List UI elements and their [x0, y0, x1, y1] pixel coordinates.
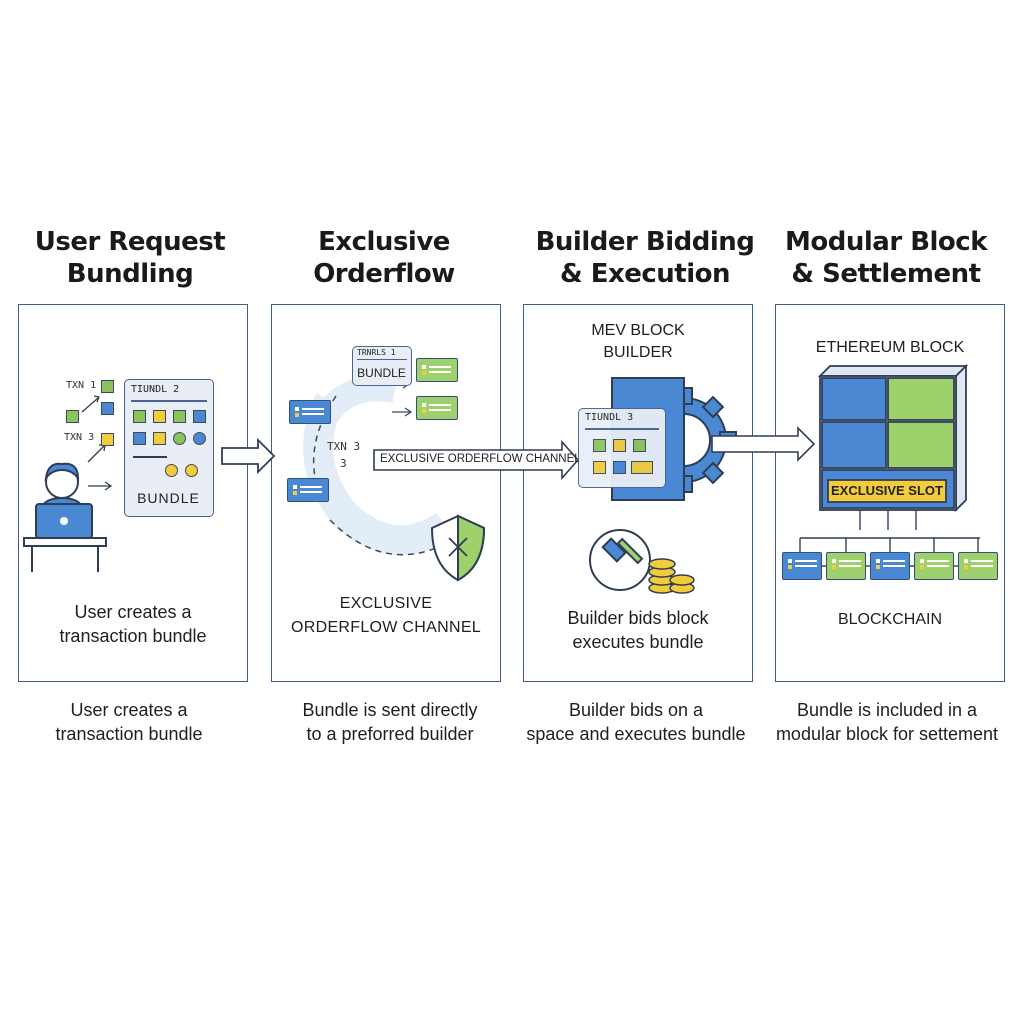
bundle-label: BUNDLE: [357, 366, 406, 380]
stage-3-title-line2: & Execution: [559, 259, 731, 289]
bundle-item: [173, 410, 186, 423]
txn-square: [101, 433, 114, 446]
ethereum-block-heading: ETHEREUM BLOCK: [815, 339, 965, 356]
bundle-item: [613, 461, 626, 474]
bundle-item: [193, 432, 206, 445]
txn-card: [416, 358, 458, 382]
stage-3-panel-caption-line1: Builder bids block: [567, 608, 709, 628]
chain-block: [870, 552, 910, 580]
chain-block: [826, 552, 866, 580]
bundle-item: [153, 410, 166, 423]
txn-label-line2: 3: [340, 457, 347, 470]
stage-2-caption: Bundle is sent directly to a preforred b…: [265, 698, 515, 746]
stage-3-caption-line2: space and executes bundle: [526, 724, 746, 744]
exclusive-slot-label: EXCLUSIVE SLOT: [831, 483, 943, 498]
bundle-label: BUNDLE: [137, 490, 200, 506]
chain-links: [799, 510, 980, 567]
stage-2-panel-caption-line2: ORDERFLOW CHANNEL: [290, 619, 481, 636]
txn-card: [289, 400, 331, 424]
bundle-card-title: TRNRLS 1: [357, 348, 396, 357]
stage-4-title: Modular Block & Settlement: [766, 226, 1006, 290]
txn-square: [101, 402, 114, 415]
blockchain-label: BLOCKCHAIN: [837, 611, 943, 628]
stage-1-panel-caption: User creates a transaction bundle: [18, 600, 248, 648]
bundle-card: TIUNDL 2 BUNDLE: [124, 379, 214, 517]
stage-1-title-line1: User Request: [34, 227, 226, 257]
chain-block: [914, 552, 954, 580]
bundle-item: [593, 439, 606, 452]
txn-1-label: TXN 1: [66, 380, 97, 391]
shield-icon: [430, 514, 486, 582]
bundle-card-title: TIUNDL 3: [585, 412, 634, 423]
bundle-card: TIUNDL 3: [578, 408, 666, 488]
bundle-item: [633, 439, 646, 452]
channel-arrow: [373, 439, 580, 481]
stage-4-title-line1: Modular Block: [785, 227, 987, 257]
bundle-item: [593, 461, 606, 474]
stage-2-caption-line1: Bundle is sent directly: [302, 700, 478, 720]
txn-label-line1: TXN 3: [327, 440, 361, 453]
stage-4-caption-line2: modular block for settement: [775, 724, 999, 744]
chain-block: [782, 552, 822, 580]
stage-3-panel-caption: Builder bids block executes bundle: [523, 606, 753, 654]
txn-square: [66, 410, 79, 423]
stage-2-title-line2: Orderflow: [313, 259, 455, 289]
mev-builder-heading-line2: BUILDER: [603, 344, 673, 361]
bundle-item: [193, 410, 206, 423]
bundle-item: [613, 439, 626, 452]
stage-2-caption-line2: to a preforred builder: [306, 724, 474, 744]
mev-builder-heading-line1: MEV BLOCK: [591, 322, 685, 339]
bundle-item: [165, 464, 178, 477]
chain-block: [958, 552, 998, 580]
stage-3-panel-caption-line2: executes bundle: [572, 632, 704, 652]
stage-1-caption-line2: transaction bundle: [55, 724, 203, 744]
stage-2-panel-caption: EXCLUSIVE ORDERFLOW CHANNEL: [271, 592, 501, 640]
stage-4-caption-line1: Bundle is included in a: [796, 700, 978, 720]
txn-square: [101, 380, 114, 393]
stage-4-title-line2: & Settlement: [791, 259, 981, 289]
mev-builder-heading: MEV BLOCK BUILDER: [523, 320, 753, 364]
channel-label: EXCLUSIVE ORDERFLOW CHANNEL: [380, 453, 581, 465]
stage-3-title: Builder Bidding & Execution: [525, 226, 765, 290]
builder-arrow: [711, 426, 816, 462]
stage-1-caption: User creates a transaction bundle: [4, 698, 254, 746]
arrow-icon: [221, 437, 276, 475]
bundle-item: [173, 432, 186, 445]
bundle-item: [153, 432, 166, 445]
gavel-icon: [589, 529, 651, 591]
stage-2-panel-caption-line1: EXCLUSIVE: [339, 595, 433, 612]
stage-2-title: Exclusive Orderflow: [264, 226, 504, 290]
stage-3-caption-line1: Builder bids on a: [568, 700, 704, 720]
ethereum-block: [817, 363, 969, 513]
coins-icon: [648, 558, 695, 594]
txn-card: [287, 478, 329, 502]
stage-3-caption: Builder bids on a space and executes bun…: [511, 698, 761, 746]
stage-1-title-line2: Bundling: [66, 259, 194, 289]
txn-card: [416, 396, 458, 420]
bundle-item: [133, 410, 146, 423]
stage-1-title: User Request Bundling: [10, 226, 250, 290]
bundle-item: [133, 432, 146, 445]
stage-3-title-line1: Builder Bidding: [535, 227, 755, 257]
stage-4-caption: Bundle is included in a modular block fo…: [758, 698, 1016, 746]
stage-1-panel-caption-line1: User creates a: [74, 602, 192, 622]
stage-1-panel-caption-line2: transaction bundle: [59, 626, 207, 646]
txn-3-label: TXN 3: [64, 432, 95, 443]
user-at-laptop-icon: [23, 462, 107, 572]
bundle-item: [631, 461, 653, 474]
stage-2-title-line1: Exclusive: [318, 227, 450, 257]
bundle-item: [185, 464, 198, 477]
bundle-card: TRNRLS 1 BUNDLE: [352, 346, 412, 386]
stage-1-caption-line1: User creates a: [70, 700, 188, 720]
bundle-card-title: TIUNDL 2: [131, 384, 180, 395]
